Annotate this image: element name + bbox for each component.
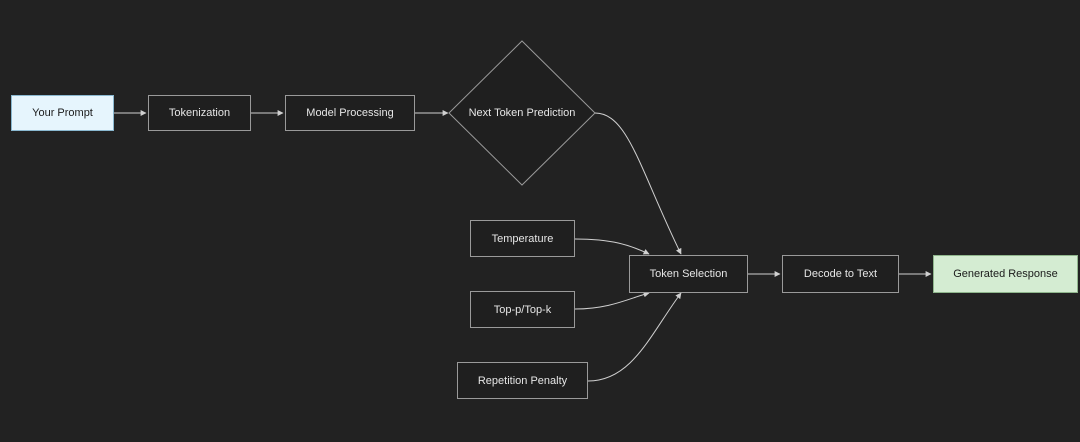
decode-to-text-node: Decode to Text bbox=[782, 255, 899, 293]
top-p-top-k-node: Top-p/Top-k bbox=[470, 291, 575, 328]
repetition-penalty-node: Repetition Penalty bbox=[457, 362, 588, 399]
edge-repetition-to-selection bbox=[587, 292, 682, 382]
next-token-prediction-diamond bbox=[448, 40, 596, 186]
tokenization-node: Tokenization bbox=[148, 95, 251, 131]
next-token-prediction-label: Next Token Prediction bbox=[468, 107, 576, 119]
your-prompt-node: Your Prompt bbox=[11, 95, 114, 131]
token-selection-node: Token Selection bbox=[629, 255, 748, 293]
generated-response-node: Generated Response bbox=[933, 255, 1078, 293]
edge-topp-to-selection bbox=[574, 291, 650, 310]
temperature-node: Temperature bbox=[470, 220, 575, 257]
model-processing-node: Model Processing bbox=[285, 95, 415, 131]
edge-prediction-to-selection bbox=[594, 112, 682, 255]
edge-temperature-to-selection bbox=[574, 238, 650, 255]
